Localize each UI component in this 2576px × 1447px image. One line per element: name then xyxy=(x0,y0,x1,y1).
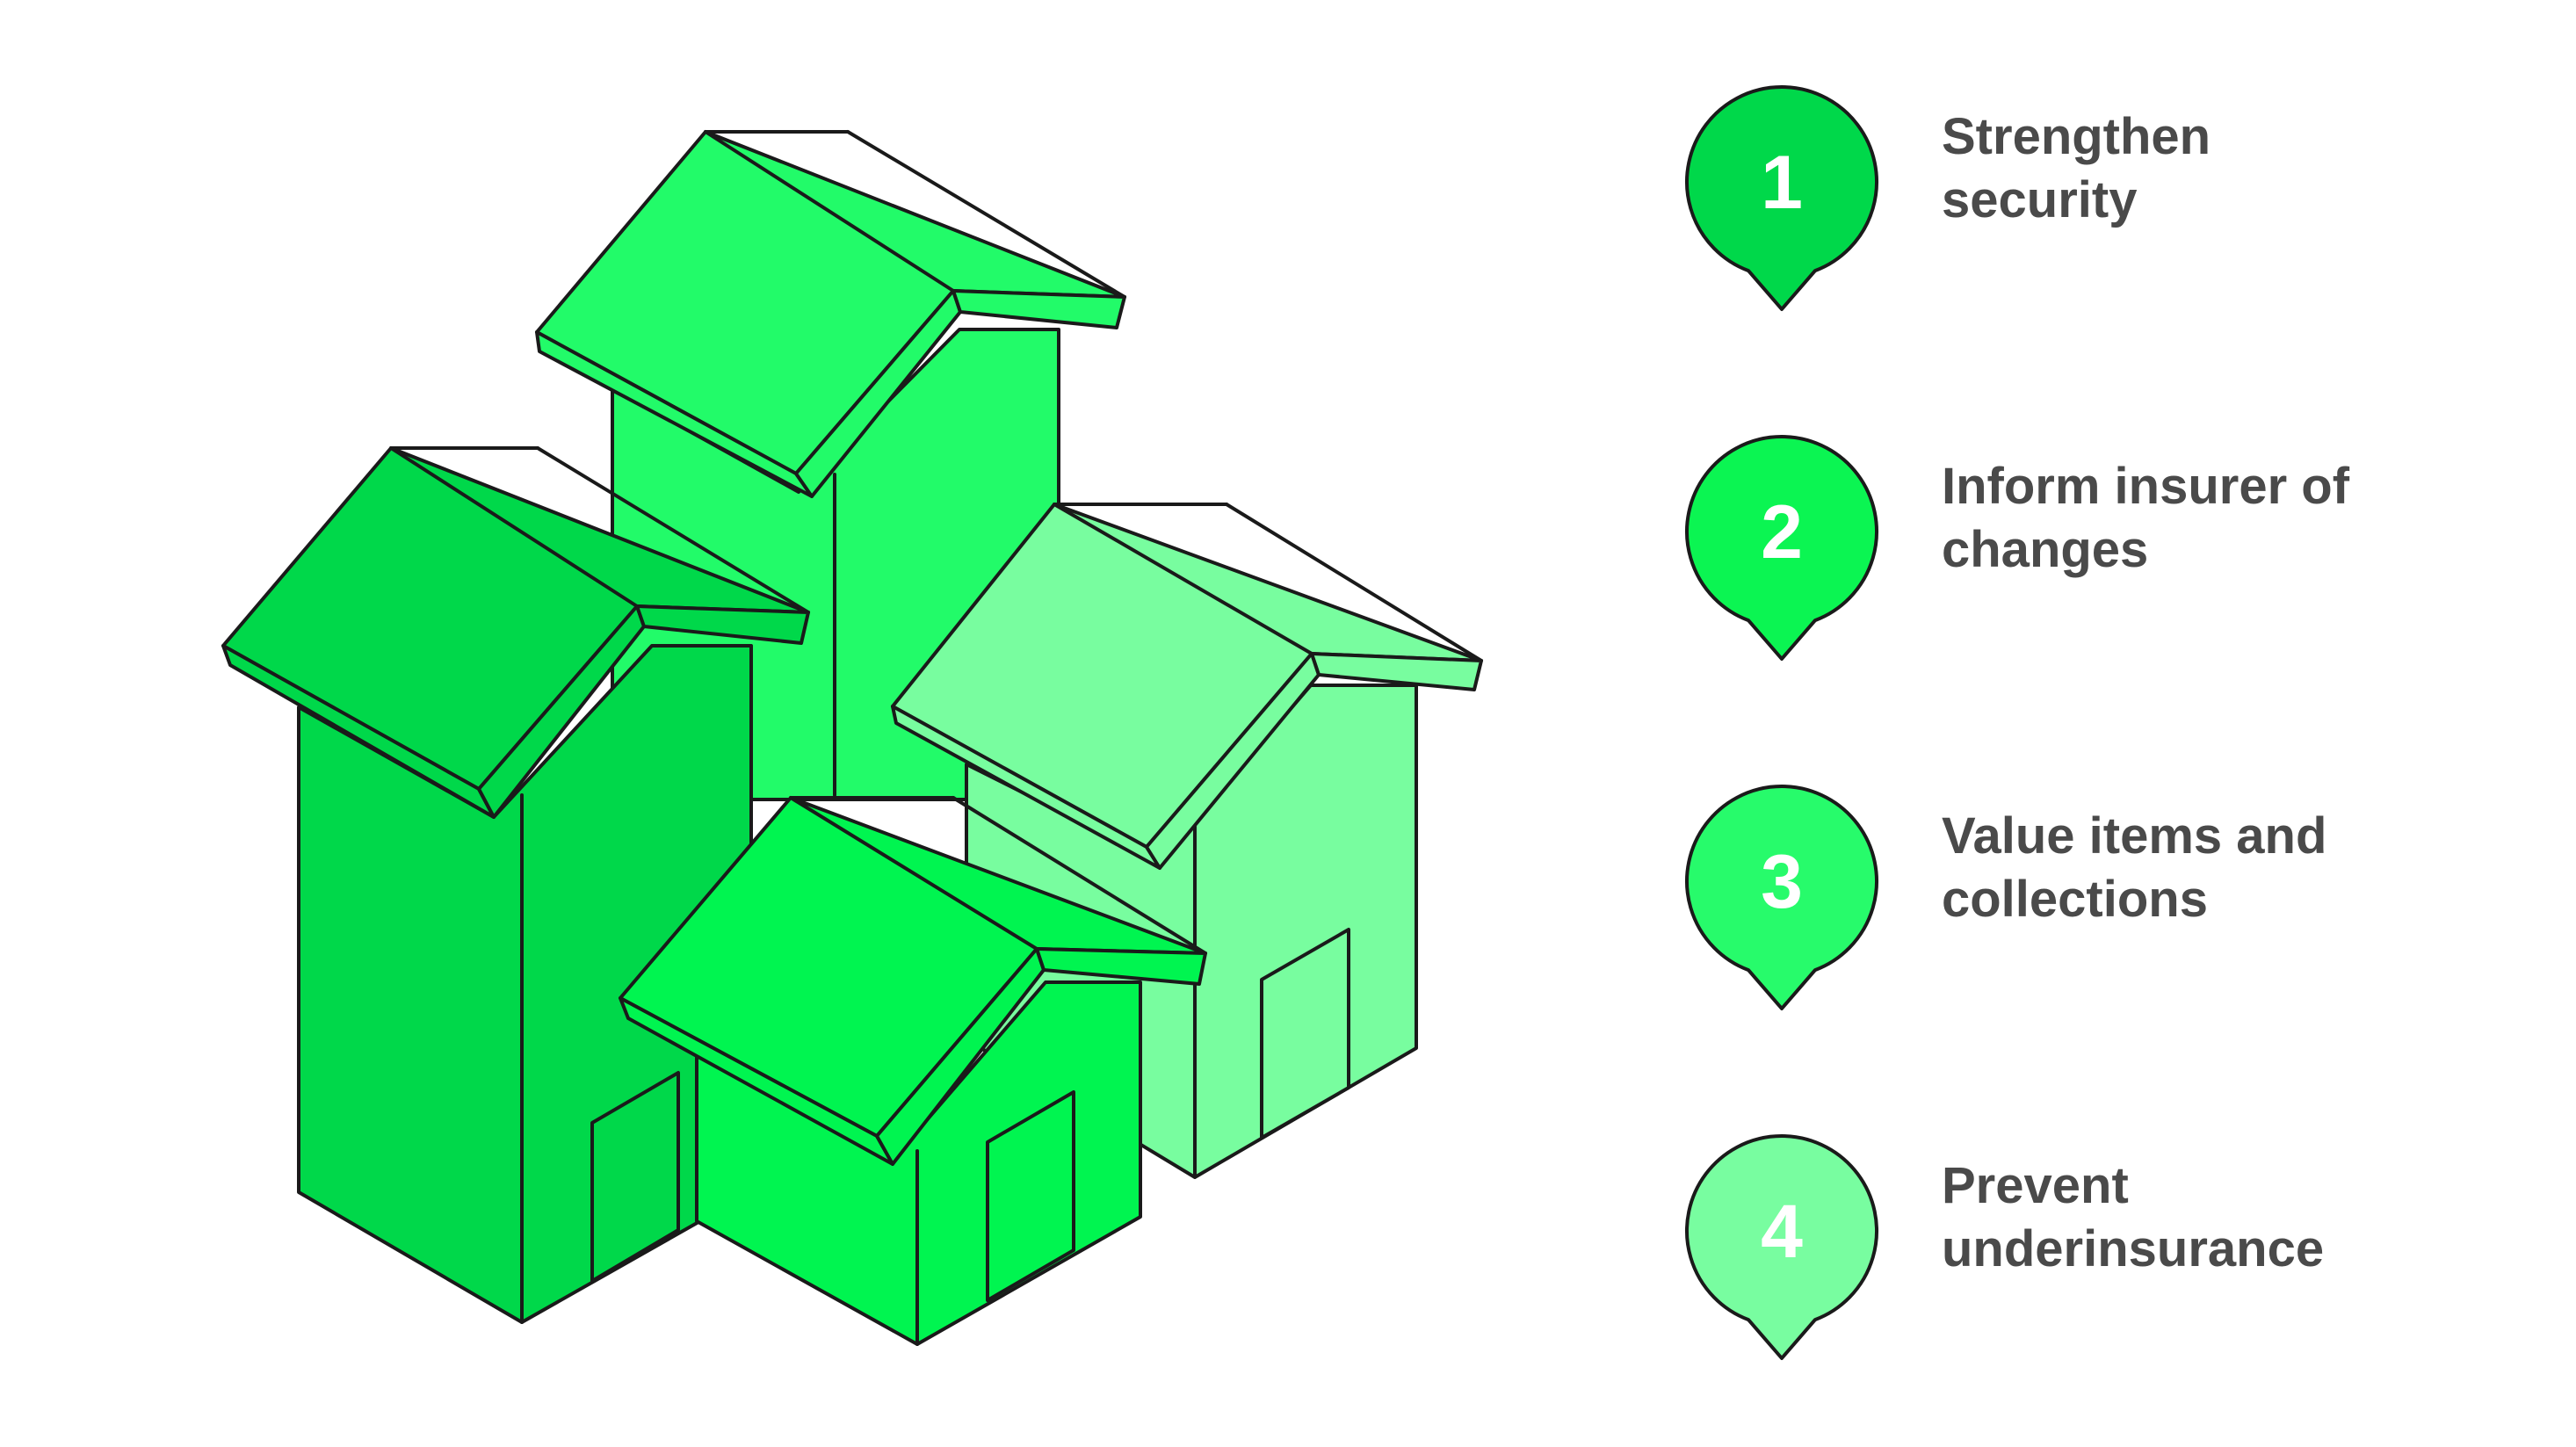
step-number-2: 2 xyxy=(1761,490,1803,575)
step-label-2: Inform insurer of changes xyxy=(1942,458,2350,578)
step-pin-3: 3 xyxy=(1685,784,1878,1010)
step-number-4: 4 xyxy=(1761,1190,1803,1274)
step-label-4: Prevent underinsurance xyxy=(1942,1157,2325,1277)
step-pin-4: 4 xyxy=(1685,1133,1878,1360)
house-front xyxy=(619,796,1207,1346)
step-label-1: Strengthen security xyxy=(1942,108,2211,228)
step-number-3: 3 xyxy=(1761,840,1803,924)
step-label-3: Value items and collections xyxy=(1942,807,2327,928)
step-pin-1: 1 xyxy=(1685,85,1878,311)
house-left xyxy=(221,446,810,1324)
step-number-1: 1 xyxy=(1761,141,1803,225)
step-pin-2: 2 xyxy=(1685,435,1878,661)
